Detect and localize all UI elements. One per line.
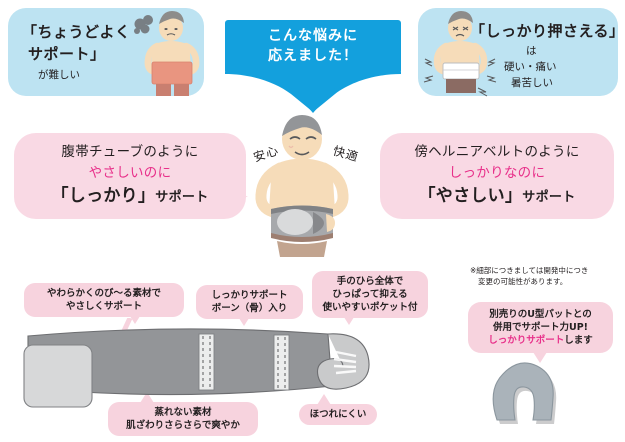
solution-right-suffix: サポート bbox=[522, 190, 576, 205]
upad-line3-rest: します bbox=[564, 335, 593, 346]
callout-pocket-tail bbox=[342, 314, 356, 325]
development-disclaimer: ※細部につきましては開発中につき 変更の可能性があります。 bbox=[470, 266, 620, 287]
label-kaiteki: 快適 bbox=[331, 143, 361, 165]
upad-line3: しっかりサポートします bbox=[474, 334, 607, 347]
callout-fray-resistant: ほつれにくい bbox=[299, 404, 377, 425]
callout-pocket-line2: ひっぱって抑える bbox=[332, 289, 408, 300]
upad-line2: 併用でサポート力UP! bbox=[492, 322, 588, 333]
callout-soft-material: やわらかくのび～る素材で やさしくサポート bbox=[24, 283, 184, 317]
u-shaped-pad-illustration bbox=[492, 362, 557, 424]
solution-right-line2: しっかりなのに bbox=[448, 165, 546, 181]
banner-line1: こんな悩みに bbox=[268, 28, 358, 44]
callout-pocket: 手のひら全体で ひっぱって抑える 使いやすいポケット付 bbox=[312, 271, 428, 318]
callout-bone-line2: ボーン（骨）入り bbox=[211, 303, 288, 314]
problem-box-right: 「しっかり押さえる」 は 硬い・痛い 暑苦しい bbox=[418, 8, 625, 96]
problem-right-sub1: 硬い・痛い bbox=[504, 61, 557, 73]
solution-right-line1: 傍ヘルニアベルトのように bbox=[414, 144, 580, 160]
banner-box: こんな悩みに 応えました！ bbox=[225, 20, 401, 74]
callout-u-pad: 別売りのU型パットとの 併用でサポート力UP! しっかりサポートします bbox=[468, 302, 613, 353]
solution-left-line2: やさしいのに bbox=[88, 165, 172, 181]
banner-line2: 応えました！ bbox=[268, 48, 358, 64]
callout-mesh-line1: 蒸れない素材 bbox=[154, 407, 212, 418]
callout-bone-line1: しっかりサポート bbox=[211, 290, 288, 301]
callout-fray-tail bbox=[317, 394, 331, 405]
disclaimer-line1: ※細部につきましては開発中につき bbox=[470, 266, 589, 275]
callout-soft-tail bbox=[128, 313, 142, 324]
solution-bubble-right: 傍ヘルニアベルトのように しっかりなのに 「やさしい」サポート bbox=[380, 133, 614, 219]
callout-u-pad-tail bbox=[533, 352, 547, 363]
callout-mesh-line2: 肌ざわりさらさらで爽やか bbox=[126, 420, 240, 431]
callout-fray-line1: ほつれにくい bbox=[309, 409, 367, 420]
support-bone-strip bbox=[198, 333, 290, 391]
figure-smiling-man-with-belt bbox=[255, 115, 349, 257]
solution-left-line3: 「しっかり」サポート bbox=[14, 184, 246, 210]
disclaimer-line2: 変更の可能性があります。 bbox=[478, 276, 568, 286]
callout-soft-line2: やさしくサポート bbox=[65, 301, 142, 312]
solution-right-quote: 「やさしい」 bbox=[418, 186, 523, 206]
callout-pocket-line3: 使いやすいポケット付 bbox=[322, 302, 418, 313]
callout-bone-tail bbox=[237, 315, 251, 326]
upad-line1: 別売りのU型パットとの bbox=[489, 309, 592, 320]
solution-left-line1: 腹帯チューブのように bbox=[61, 144, 199, 160]
upad-line3-highlight: しっかりサポート bbox=[488, 335, 565, 346]
problem-right-sub2: 暑苦しい bbox=[511, 77, 553, 89]
callout-support-bone: しっかりサポート ボーン（骨）入り bbox=[196, 285, 303, 319]
callout-pocket-line1: 手のひら全体で bbox=[336, 276, 404, 287]
solution-right-line3: 「やさしい」サポート bbox=[380, 184, 614, 210]
callout-soft-leader bbox=[116, 318, 133, 348]
problem-right-particle: は bbox=[526, 45, 537, 57]
callout-breathable-material: 蒸れない素材 肌ざわりさらさらで爽やか bbox=[108, 402, 258, 436]
label-anshin: 安心 bbox=[251, 143, 281, 165]
pocket-hatching bbox=[333, 350, 357, 375]
callout-soft-line1: やわらかくのび～る素材で bbox=[46, 288, 161, 299]
solution-left-quote: 「しっかり」 bbox=[51, 186, 156, 206]
problem-right-quote: 「しっかり押さえる」 bbox=[470, 22, 625, 40]
solution-bubble-left: 腹帯チューブのように やさしいのに 「しっかり」サポート bbox=[14, 133, 246, 219]
problem-box-left: 「ちょうどよく サポート」 が難しい bbox=[8, 8, 204, 96]
solution-right-bubble-tail bbox=[380, 196, 396, 205]
solution-left-bubble-tail bbox=[232, 196, 248, 205]
solution-left-suffix: サポート bbox=[155, 190, 209, 205]
problem-left-line1: 「ちょうどよく bbox=[22, 23, 131, 41]
down-arrow-icon bbox=[225, 72, 401, 114]
problem-left-line2: サポート」 bbox=[28, 45, 106, 63]
problem-left-sub: が難しい bbox=[38, 69, 80, 81]
callout-mesh-tail bbox=[140, 392, 154, 403]
